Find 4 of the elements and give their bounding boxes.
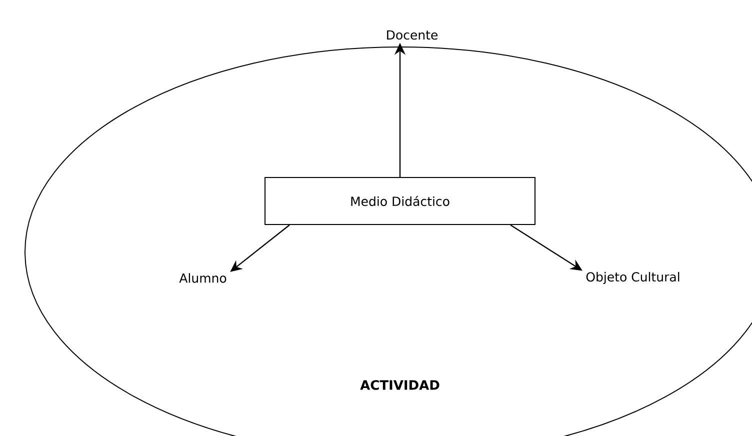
node-label: Objeto Cultural — [586, 272, 680, 284]
node-label: Alumno — [179, 273, 226, 283]
process-box: Medio Didáctico — [264, 177, 536, 225]
node-label: Docente — [387, 30, 438, 40]
